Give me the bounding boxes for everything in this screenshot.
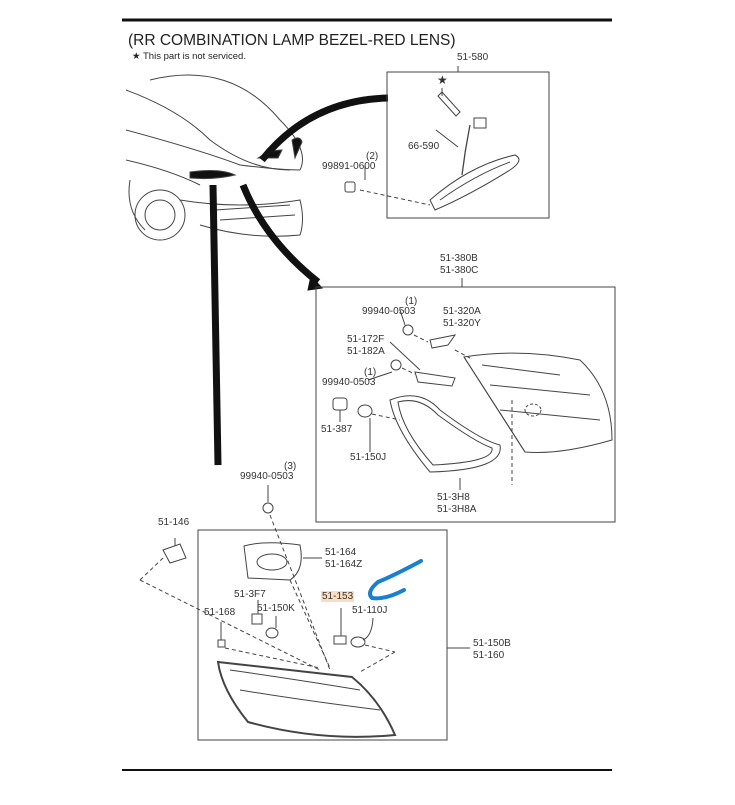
label-51-110j: 51-110J (352, 605, 388, 616)
label-51-164: 51-164 (325, 547, 357, 558)
label-qty-1a: (1) (405, 296, 418, 307)
label-51-168: 51-168 (204, 607, 236, 618)
label-51-387: 51-387 (321, 424, 353, 435)
label-51-3h8a: 51-3H8A (437, 504, 477, 515)
label-51-380c: 51-380C (440, 265, 479, 276)
label-51-146: 51-146 (158, 517, 190, 528)
label-51-320y: 51-320Y (443, 318, 481, 329)
label-51-153-highlighted: 51-153 (321, 591, 355, 602)
label-99940-0503-b: 99940-0503 (322, 377, 376, 388)
note-text: This part is not serviced. (143, 51, 246, 62)
page-title: (RR COMBINATION LAMP BEZEL-RED LENS) (128, 32, 456, 49)
label-51-3f7: 51-3F7 (234, 589, 266, 600)
label-51-580: 51-580 (457, 52, 489, 63)
label-99940-0503-a: 99940-0503 (362, 306, 416, 317)
label-99940-0503-c: 99940-0503 (240, 471, 294, 482)
label-51-182a: 51-182A (347, 346, 385, 357)
label-qty-3: (3) (284, 461, 297, 472)
label-51-150j: 51-150J (350, 452, 387, 463)
not-serviced-note: ★ This part is not serviced. (132, 51, 246, 62)
box-high-mount (386, 71, 550, 219)
label-51-164z: 51-164Z (325, 559, 363, 570)
star-icon: ★ (437, 73, 448, 87)
label-51-150b: 51-150B (473, 638, 511, 649)
label-51-3h8: 51-3H8 (437, 492, 470, 503)
label-51-380b: 51-380B (440, 253, 478, 264)
label-51-160: 51-160 (473, 650, 505, 661)
label-qty-1b: (1) (364, 367, 377, 378)
label-66-590: 66-590 (408, 141, 440, 152)
label-qty-2: (2) (366, 151, 379, 162)
label-51-320a: 51-320A (443, 306, 481, 317)
label-99891-0600: 99891-0600 (322, 161, 376, 172)
label-51-150k: 51-150K (257, 603, 295, 614)
box-outer-lamp (197, 529, 448, 741)
star-icon: ★ (132, 51, 141, 62)
annotation-hook-stroke (368, 559, 423, 601)
box-inner-lamp (315, 286, 616, 523)
label-51-172f: 51-172F (347, 334, 385, 345)
